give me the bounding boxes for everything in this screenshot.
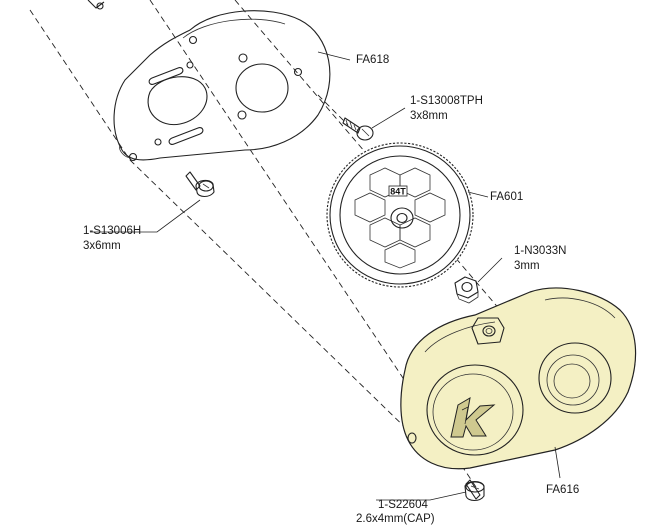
cap-screw — [464, 479, 485, 502]
label-nut-code: 1-N3033N — [514, 245, 566, 257]
gear-cover — [400, 287, 637, 470]
label-fa601: FA601 — [490, 191, 523, 203]
nut — [454, 276, 479, 304]
label-cap-screw-size: 2.6x4mm(CAP) — [356, 513, 435, 525]
motor-plate — [113, 10, 331, 162]
k-logo-icon — [450, 397, 496, 438]
screw-h — [185, 171, 215, 198]
screw-tph — [342, 117, 374, 141]
spur-gear: 84T — [326, 142, 474, 288]
label-cap-screw-code: 1-S22604 — [378, 499, 428, 511]
label-screw-h-code: 1-S13006H — [83, 225, 141, 237]
gear-tooth-count: 84T — [390, 187, 406, 197]
top-edge-part — [87, 0, 105, 10]
label-screw-tph-code: 1-S13008TPH — [410, 95, 483, 107]
label-fa618: FA618 — [356, 54, 389, 66]
label-screw-tph-size: 3x8mm — [410, 110, 448, 122]
label-nut-size: 3mm — [514, 260, 540, 272]
label-screw-h-size: 3x6mm — [83, 240, 121, 252]
leader-lines — [90, 51, 561, 501]
label-fa616: FA616 — [546, 484, 579, 496]
